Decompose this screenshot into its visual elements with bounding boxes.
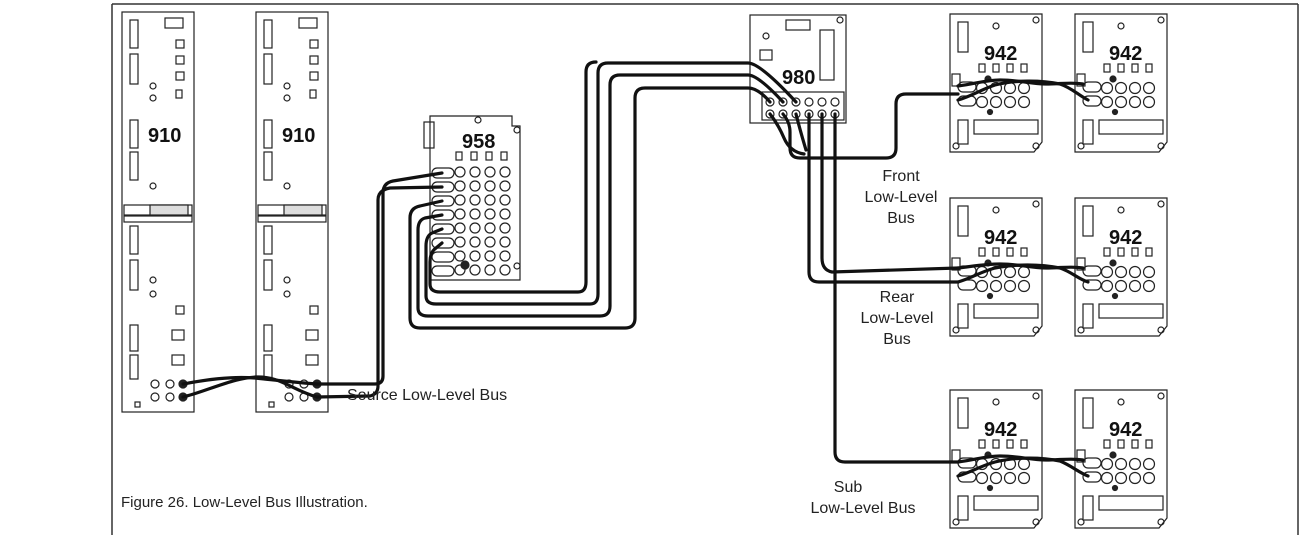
board-910-right-label: 910	[282, 125, 315, 147]
sub-bus-line-2: Low-Level Bus	[774, 498, 922, 519]
board-910-left-label: 910	[148, 125, 181, 147]
rear-bus-label: Rear Low-Level Bus	[844, 287, 950, 350]
sub-bus-line-1: Sub	[774, 477, 922, 498]
board-910-right	[256, 12, 328, 412]
board-958-label: 958	[462, 131, 495, 153]
figure-caption: Figure 26. Low-Level Bus Illustration.	[121, 494, 368, 511]
rear-bus-line-2: Low-Level	[844, 308, 950, 329]
board-942-front-left-label: 942	[984, 43, 1017, 65]
board-910-left	[122, 12, 194, 412]
board-942-rear-left-label: 942	[984, 227, 1017, 249]
board-942-rear-right-label: 942	[1109, 227, 1142, 249]
source-bus-label: Source Low-Level Bus	[347, 385, 507, 406]
source-bus-text: Source Low-Level Bus	[347, 387, 507, 404]
front-bus-line-1: Front	[848, 166, 954, 187]
rear-bus-line-1: Rear	[844, 287, 950, 308]
board-980-label: 980	[782, 67, 815, 89]
board-942-front-right: 942	[1075, 14, 1167, 152]
front-bus-label: Front Low-Level Bus	[848, 166, 954, 229]
rear-bus-line-3: Bus	[844, 329, 950, 350]
board-942-rear-right: 942	[1075, 198, 1167, 336]
board-942-front-right-label: 942	[1109, 43, 1142, 65]
sub-bus-label: Sub Low-Level Bus	[774, 477, 922, 519]
board-942-sub-right: 942	[1075, 390, 1167, 528]
board-942-sub-left-label: 942	[984, 419, 1017, 441]
front-bus-line-2: Low-Level	[848, 187, 954, 208]
front-bus-line-3: Bus	[848, 208, 954, 229]
board-942-sub-right-label: 942	[1109, 419, 1142, 441]
